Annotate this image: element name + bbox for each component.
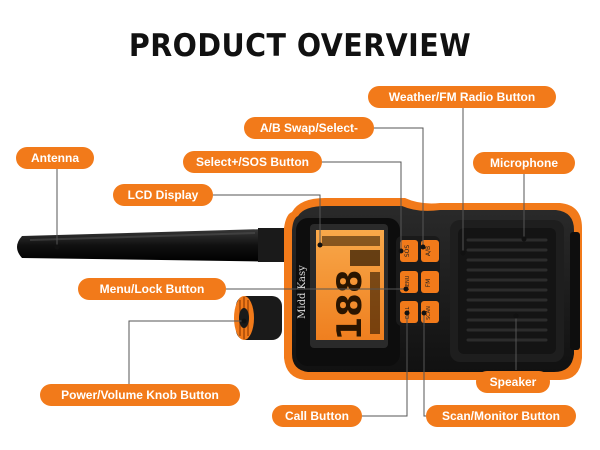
svg-text:MENU: MENU [405,275,411,290]
label-call-button: Call Button [272,405,362,427]
label-select-sos: Select+/SOS Button [183,151,322,173]
antenna [17,228,300,262]
ab-button: A/B [421,240,439,262]
label-scan-monitor: Scan/Monitor Button [426,405,576,427]
leader-dots [54,236,527,324]
svg-text:SOS: SOS [404,245,411,258]
menu-button: MENU [400,271,418,293]
svg-text:FM: FM [425,279,432,288]
svg-text:A/B: A/B [425,246,432,256]
lcd-display: 188 [316,230,384,340]
label-menu-lock: Menu/Lock Button [78,278,226,300]
label-lcd-display: LCD Display [113,184,213,206]
label-microphone: Microphone [473,152,575,174]
fm-button: FM [421,271,439,293]
label-ab-swap: A/B Swap/Select- [244,117,374,139]
leader-lines [56,97,525,417]
label-speaker: Speaker [476,371,550,393]
svg-text:SCAN: SCAN [426,306,432,320]
sos-button: SOS [400,240,418,262]
page-title: PRODUCT OVERVIEW [128,28,472,64]
label-antenna: Antenna [16,147,94,169]
lcd-digits: 188 [330,270,370,341]
scan-button: SCAN [421,301,439,323]
speaker-grille [450,220,564,362]
label-weather-fm-radio: Weather/FM Radio Button [368,86,556,108]
power-volume-knob [234,296,282,340]
brand-logo: Midd Kasy [297,265,308,319]
label-power-volume-knob: Power/Volume Knob Button [40,384,240,406]
